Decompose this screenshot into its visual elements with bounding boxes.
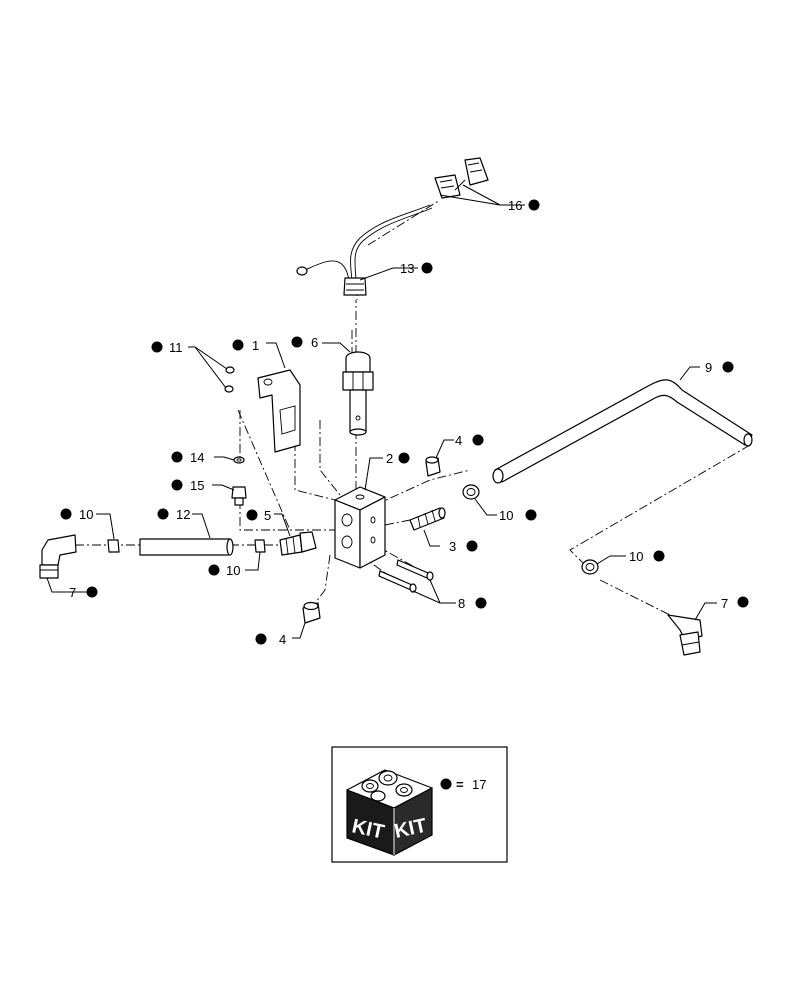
svg-text:10: 10 — [499, 508, 513, 523]
callout-15: 15 — [171, 478, 204, 493]
callout-10-mid: 10 — [208, 563, 240, 578]
callout-10-right: 10 — [499, 508, 537, 523]
svg-text:6: 6 — [311, 335, 318, 350]
svg-text:15: 15 — [190, 478, 204, 493]
svg-text:11: 11 — [169, 340, 183, 355]
callout-7-left: 7 — [69, 585, 98, 600]
clamp-10-left — [107, 539, 120, 553]
sender-6 — [342, 351, 374, 436]
callout-14: 14 — [171, 450, 204, 465]
hose-12 — [139, 538, 234, 556]
elbow-7-left — [39, 534, 77, 579]
clamp-10-far — [581, 559, 599, 575]
svg-text:4: 4 — [279, 632, 286, 647]
kit-number: 17 — [472, 777, 486, 792]
callout-4-upper: 4 — [455, 433, 484, 448]
svg-text:16: 16 — [508, 198, 522, 213]
washer-14 — [233, 456, 245, 464]
manifold-block-2 — [334, 486, 386, 569]
svg-text:7: 7 — [69, 585, 76, 600]
callout-3: 3 — [449, 539, 478, 554]
leader-lines — [46, 184, 717, 639]
callout-10-far: 10 — [629, 549, 665, 564]
bracket-1 — [257, 369, 301, 453]
svg-text:4: 4 — [455, 433, 462, 448]
callout-7-right: 7 — [721, 596, 749, 611]
callout-9: 9 — [705, 360, 734, 375]
clamp-10-right — [462, 484, 480, 500]
callout-1: 1 — [232, 338, 259, 353]
callout-8: 8 — [458, 596, 487, 611]
fitting-3 — [409, 507, 446, 531]
connector-16 — [434, 157, 489, 199]
stud-8-lower — [378, 570, 417, 593]
callout-12: 12 — [157, 507, 190, 522]
svg-text:3: 3 — [449, 539, 456, 554]
kit-dot — [440, 778, 452, 790]
svg-text:10: 10 — [79, 507, 93, 522]
phantom-lines — [75, 199, 751, 621]
callout-2: 2 — [386, 451, 410, 466]
svg-text:14: 14 — [190, 450, 204, 465]
svg-text:10: 10 — [629, 549, 643, 564]
svg-text:1: 1 — [252, 338, 259, 353]
svg-text:10: 10 — [226, 563, 240, 578]
callout-6: 6 — [291, 335, 318, 350]
plug-4-lower — [302, 601, 321, 624]
svg-text:12: 12 — [176, 507, 190, 522]
svg-text:2: 2 — [386, 451, 393, 466]
plug-4-upper — [425, 456, 441, 477]
svg-text:9: 9 — [705, 360, 712, 375]
wiring-harness-13 — [296, 204, 433, 296]
callout-5: 5 — [246, 508, 271, 523]
svg-text:13: 13 — [400, 261, 414, 276]
svg-text:7: 7 — [721, 596, 728, 611]
callout-13: 13 — [400, 261, 433, 276]
callout-16: 16 — [508, 198, 540, 213]
callout-10-left: 10 — [60, 507, 93, 522]
svg-text:5: 5 — [264, 508, 271, 523]
tube-9 — [492, 379, 753, 484]
clamp-10-mid — [254, 539, 266, 553]
kit-box-icon: KIT KIT — [346, 769, 433, 856]
elbow-5 — [279, 531, 317, 556]
kit-legend: KIT KIT = 17 — [331, 746, 508, 863]
elbow-7-right — [667, 614, 703, 656]
kit-equals: = — [456, 777, 464, 792]
screw-11 — [224, 366, 235, 393]
bolt-15 — [231, 486, 247, 506]
callout-11: 11 — [151, 340, 183, 355]
callout-4-lower: 4 — [255, 632, 286, 647]
svg-text:8: 8 — [458, 596, 465, 611]
stud-8-upper — [396, 559, 434, 581]
